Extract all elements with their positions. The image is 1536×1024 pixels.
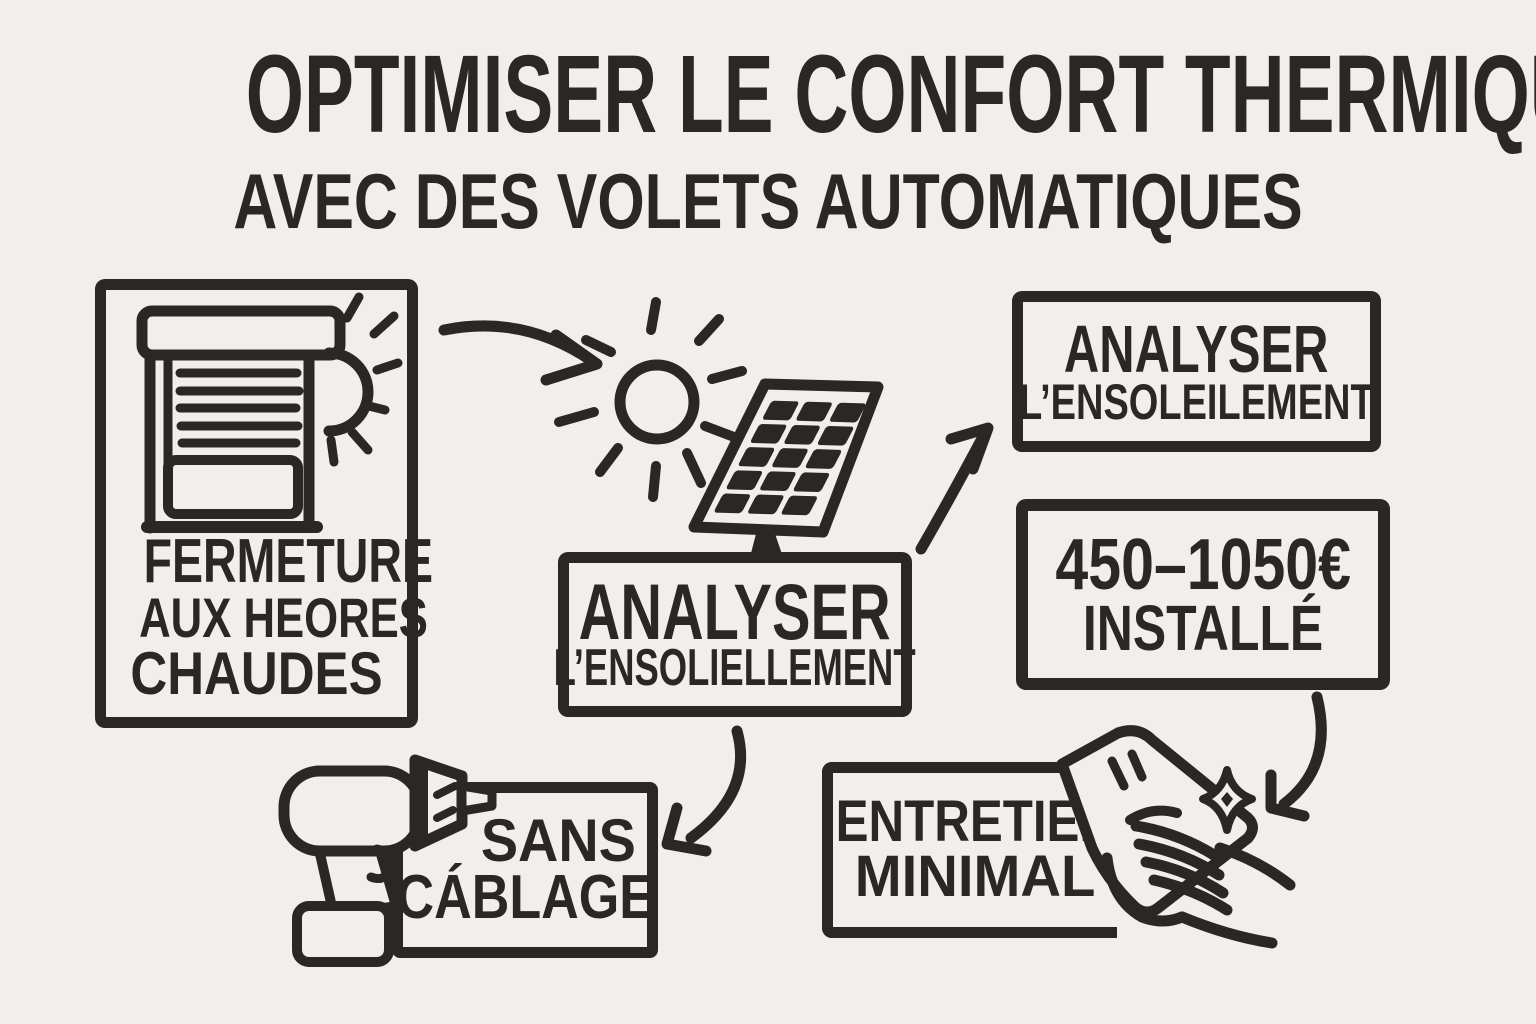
analyser-droite-line-1: ANALYSER	[1064, 311, 1329, 387]
box-analyser-ensoleillement-droite: ANALYSER L’ENSOLEILEMENT	[1012, 291, 1381, 452]
page-title-text: OPTIMISER LE CONFORT THERMIQUE	[245, 33, 1536, 156]
page-title: OPTIMISER LE CONFORT THERMIQUE	[0, 40, 1536, 150]
entretien-line-1: ENTRETIEN	[835, 789, 1115, 854]
page-subtitle: AVEC DES VOLETS AUTOMATIQUES	[0, 162, 1536, 240]
solar-panel-icon	[688, 378, 884, 557]
analyser-droite-line-2: L’ENSOLEILEMENT	[1019, 373, 1374, 430]
box-analyser-ensoleillement-centre: ANALYSER L’ENSOLIELLEMENT	[554, 552, 916, 717]
sun-icon	[554, 297, 747, 502]
box-prix-installe: 450–1050€ INSTALLÉ	[1016, 499, 1390, 690]
analyser-centre-line-2: L’ENSOLIELLEMENT	[554, 638, 917, 697]
box-sans-cablage: SANS CÁBLAGE	[392, 782, 658, 958]
arrow-centre-to-droite-icon	[915, 422, 994, 555]
page-subtitle-text: AVEC DES VOLETS AUTOMATIQUES	[233, 157, 1303, 245]
arrow-centre-to-sans-cablage-icon	[661, 725, 746, 857]
sans-cablage-line-1: SANS	[480, 807, 636, 874]
box-fermeture-heures-chaudes: FERMETURE AUX HEORES CHAUDES	[95, 279, 433, 728]
sans-cablage-line-2: CÁBLAGE	[396, 863, 654, 932]
arrow-prix-to-entretien-icon	[1265, 691, 1327, 822]
arrow-shutter-to-sun-icon	[438, 320, 603, 386]
fermeture-line-2: AUX HEORES	[139, 586, 428, 649]
box-entretien-minimal: ENTRETIEN MINIMAL	[822, 762, 1117, 938]
prix-line-1: 450–1050€	[1055, 524, 1351, 605]
prix-line-2: INSTALLÉ	[1082, 591, 1324, 664]
fermeture-line-3: CHAUDES	[130, 640, 383, 707]
entretien-line-2: MINIMAL	[854, 844, 1096, 909]
sparkle-icon	[1199, 766, 1256, 834]
fermeture-line-1: FERMETURE	[143, 527, 433, 596]
analyser-centre-line-1: ANALYSER	[579, 566, 891, 656]
